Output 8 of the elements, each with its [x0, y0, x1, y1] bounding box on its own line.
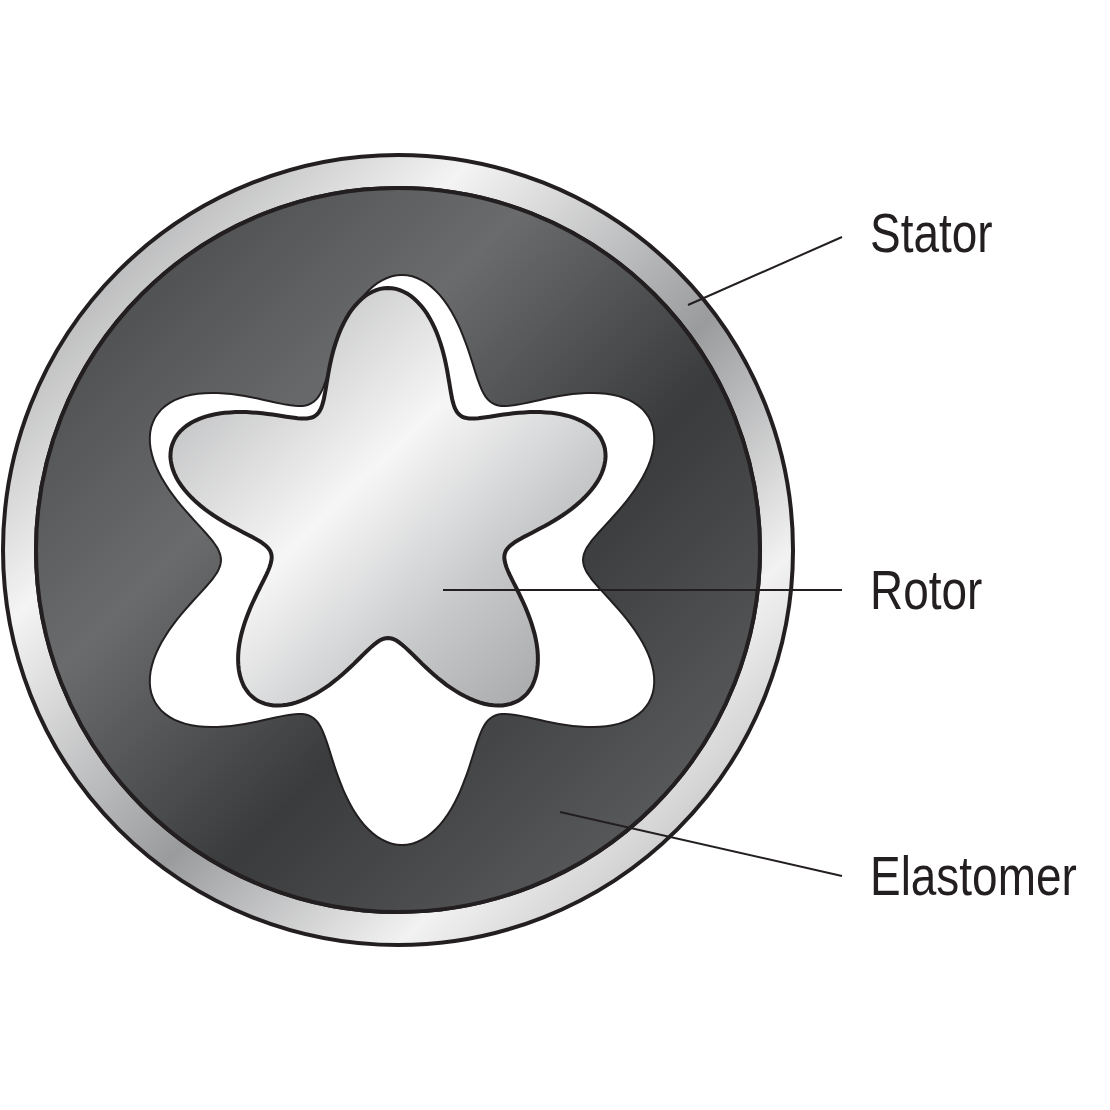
rotor-star [168, 286, 608, 708]
part-label: Elastomer [870, 848, 1077, 904]
part-label: Rotor [870, 562, 983, 618]
leader-line [687, 236, 843, 306]
part-label: Stator [870, 205, 993, 261]
leader-line [442, 589, 843, 591]
elastomer-lining [34, 186, 762, 914]
leader-line [559, 811, 843, 877]
